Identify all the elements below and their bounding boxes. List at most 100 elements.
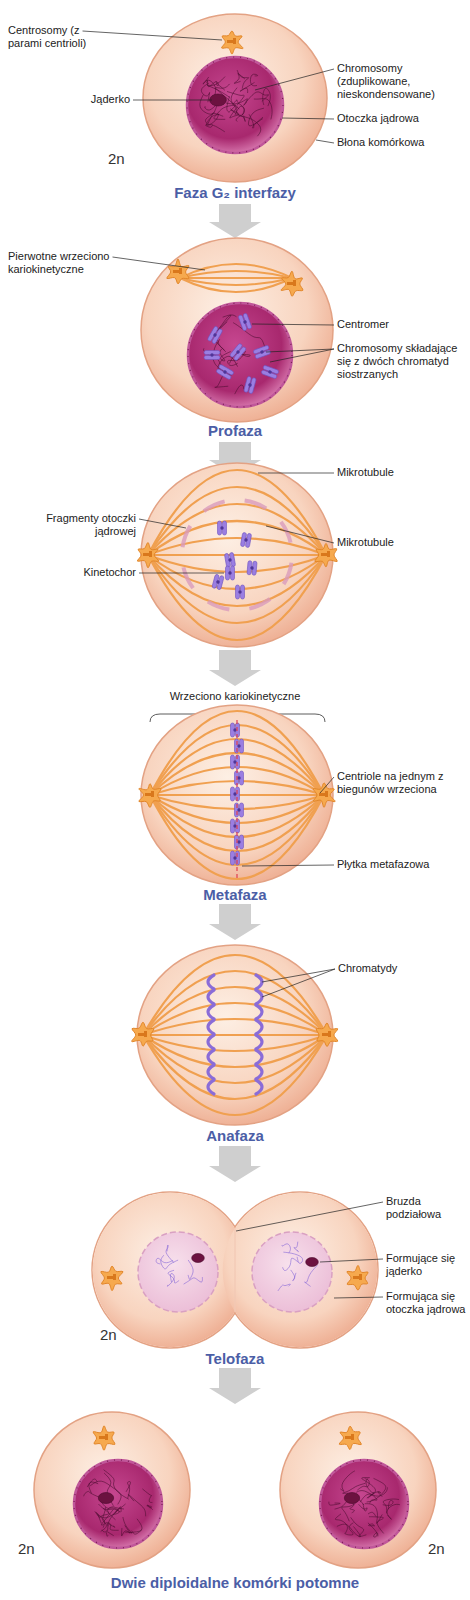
part-label: Kinetochor <box>20 566 136 579</box>
centromere-dot <box>236 350 241 355</box>
part-label: Mikrotubule <box>337 466 457 479</box>
chromatin <box>249 114 263 128</box>
leader-line <box>139 573 224 574</box>
centromere-dot <box>233 856 236 859</box>
part-label: Centriole na jednym z biegunów wrzeciona <box>337 770 462 796</box>
centromere-dot <box>237 776 240 779</box>
centrosome <box>222 31 243 54</box>
chromatin <box>387 1504 400 1519</box>
chromatin <box>368 1512 376 1517</box>
centromere-dot <box>237 744 240 747</box>
part-label: Mikrotubule <box>337 536 457 549</box>
chromosome <box>247 561 257 576</box>
centrosome-body <box>315 543 337 566</box>
envelope-fragment <box>204 501 225 511</box>
part-label: Błona komórkowa <box>337 136 455 149</box>
chromatin <box>282 1244 290 1253</box>
microtubule <box>180 278 292 292</box>
envelope-fragment <box>183 526 191 547</box>
centriole <box>143 553 149 556</box>
centrosome-body <box>139 784 161 808</box>
chromatin <box>188 1260 193 1279</box>
centromere-dot <box>228 558 232 562</box>
chromosome <box>218 521 227 535</box>
centriole <box>113 1274 116 1280</box>
nucleus <box>320 1460 408 1548</box>
microtubule <box>143 987 327 1035</box>
chromatin <box>122 1525 130 1536</box>
chromatin <box>168 1270 179 1283</box>
part-label: Bruzda podziałowa <box>386 1195 468 1221</box>
chromatid <box>256 975 262 989</box>
centrosome <box>281 271 303 296</box>
microtubule <box>148 538 326 555</box>
centriole <box>227 40 233 43</box>
part-label: Fragmenty otoczki jądrowej <box>8 512 136 538</box>
chromosome <box>207 326 223 344</box>
nucleolus <box>344 1493 359 1504</box>
centromere-dot <box>250 566 254 570</box>
leader-line <box>255 69 334 90</box>
centriole <box>345 1436 351 1439</box>
microtubule <box>180 271 292 278</box>
chromatin <box>87 1482 98 1487</box>
centrosome <box>167 259 189 284</box>
microtubule <box>143 1034 327 1036</box>
chromatin <box>329 1502 340 1505</box>
chromatin <box>345 1523 354 1535</box>
leader-line <box>334 1297 383 1298</box>
envelope-fragment <box>249 599 270 609</box>
chromatin <box>367 1492 382 1498</box>
chromatin <box>216 82 225 91</box>
chromatid <box>218 364 234 375</box>
microtubule <box>148 555 326 623</box>
chromatin <box>368 1523 378 1537</box>
microtubule <box>148 487 326 555</box>
cell-membrane <box>141 705 333 885</box>
part-label: Pierwotne wrzeciono kariokinetyczne <box>8 250 148 276</box>
chromatid <box>208 1020 214 1034</box>
chromatid <box>256 1050 262 1064</box>
chromatin <box>291 1270 296 1281</box>
chromatid <box>248 377 256 393</box>
centromere-dot <box>216 580 220 584</box>
microtubule <box>148 554 326 556</box>
cell-outline <box>222 1192 378 1348</box>
chromatin <box>142 1489 152 1503</box>
nucleolus <box>210 94 227 106</box>
chromatin <box>230 107 239 118</box>
microtubule <box>143 1035 327 1099</box>
metaphase-plate <box>236 720 237 880</box>
chromatid <box>256 1065 262 1079</box>
chromatin <box>383 1500 393 1509</box>
nuclear-pores <box>187 57 283 153</box>
chromatin <box>106 1509 118 1535</box>
chromatid <box>208 1080 214 1094</box>
centrosome-body <box>167 259 189 284</box>
centriole <box>99 1436 105 1439</box>
leader-line <box>320 777 334 793</box>
microtubule <box>148 555 326 589</box>
chromosome <box>226 566 235 580</box>
chromatin <box>220 348 231 361</box>
stage-title: Dwie diploidalne komórki potomne <box>0 1574 470 1592</box>
chromosome <box>261 365 279 379</box>
chromatin <box>201 83 209 102</box>
chromatin <box>205 112 213 124</box>
chromosome <box>229 343 246 361</box>
chromatid <box>255 350 271 359</box>
nucleus <box>187 57 283 153</box>
nucleus <box>188 303 292 407</box>
chromatin <box>123 1517 132 1533</box>
chromatin <box>147 1505 153 1510</box>
centriole <box>321 553 327 556</box>
leader-line <box>262 969 335 997</box>
chromatin <box>214 105 236 119</box>
nucleolus <box>306 1258 319 1267</box>
centrosome <box>316 1023 338 1046</box>
chromatin <box>283 1258 299 1270</box>
centriole <box>144 1031 147 1037</box>
chromatin <box>248 108 264 126</box>
chromatin <box>205 105 217 113</box>
centriole <box>322 1033 328 1036</box>
